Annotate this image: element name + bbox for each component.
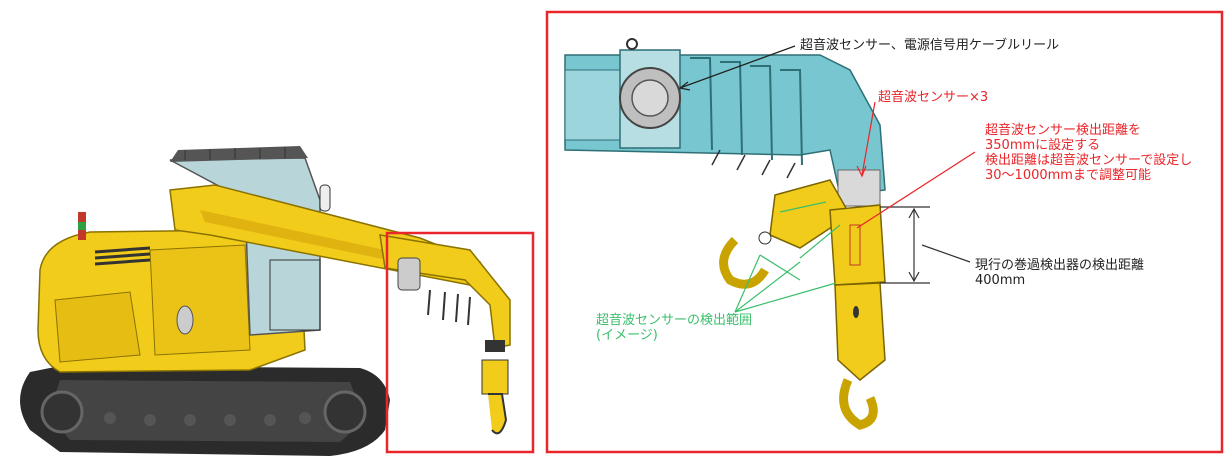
crawler-track (20, 366, 390, 456)
detail-highlight-frame (385, 231, 535, 454)
detail-frame (545, 10, 1224, 454)
boom-tip-assembly (564, 38, 886, 207)
hook-assembly (719, 179, 886, 430)
detection-setting-line3: 検出距離は超音波センサーで設定し (985, 153, 1193, 168)
sensor-leaders (856, 101, 976, 229)
detection-range-line2: (イメージ) (596, 328, 658, 343)
cable-reel-label: 超音波センサー、電源信号用ケーブルリール (800, 38, 1060, 53)
machine-body (37, 212, 306, 373)
current-detector-line2: 400mm (975, 273, 1026, 288)
sensor-count-label: 超音波センサー×3 (878, 90, 989, 105)
current-detector-line1: 現行の巻過検出器の検出距離 (975, 258, 1145, 273)
detection-distance-dimension (880, 206, 971, 284)
crane-overview-illustration (20, 146, 535, 456)
detection-setting-line1: 超音波センサー検出距離を (985, 123, 1142, 138)
detection-range-lines (734, 201, 841, 313)
detection-setting-line2: 350mmに設定する (985, 138, 1101, 153)
detection-range-line1: 超音波センサーの検出範囲 (596, 313, 753, 328)
crane-boom (169, 184, 511, 435)
cable-reel-leader (678, 45, 796, 91)
detection-setting-line4: 30～1000mmまで調整可能 (985, 168, 1151, 183)
